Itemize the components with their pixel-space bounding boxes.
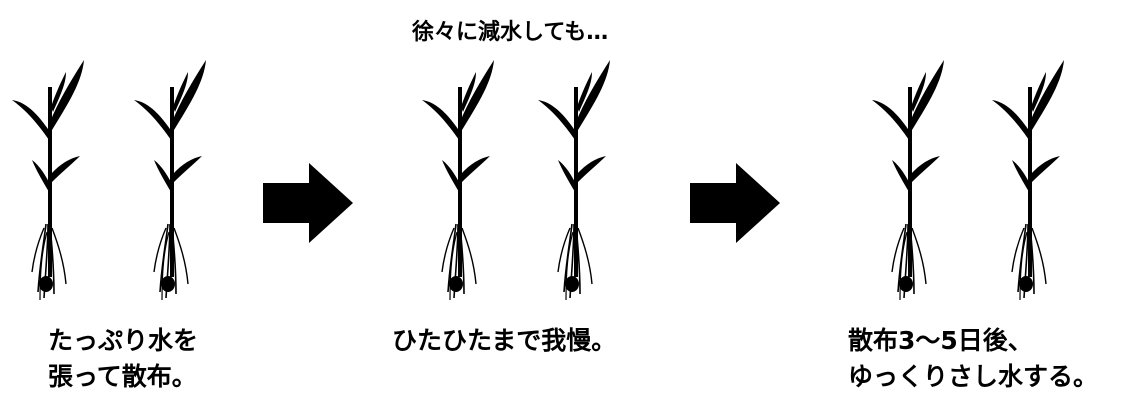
caption-line: 散布3～5日後、 [848,326,1033,355]
root-icon [420,222,500,302]
root-icon [870,222,950,302]
root-icon [536,222,616,302]
stage-2-caption: ひたひたまで我慢。 [392,323,616,359]
right-arrow-icon [690,163,780,243]
root-icon [132,222,212,302]
right-arrow-icon [263,163,353,243]
header: 徐々に減水しても… [412,20,609,45]
caption-line: ゆっくりさし水する。 [848,362,1099,391]
stage-3-caption: 散布3～5日後、 ゆっくりさし水する。 [848,323,1098,395]
root-icon [990,222,1070,302]
caption-line: ひたひたまで我慢。 [392,326,617,355]
caption-line: たっぷり水を [48,326,199,355]
root-icon [10,222,90,302]
caption-line: 張って散布。 [48,362,197,391]
stage-1-caption: たっぷり水を 張って散布。 [48,323,198,395]
